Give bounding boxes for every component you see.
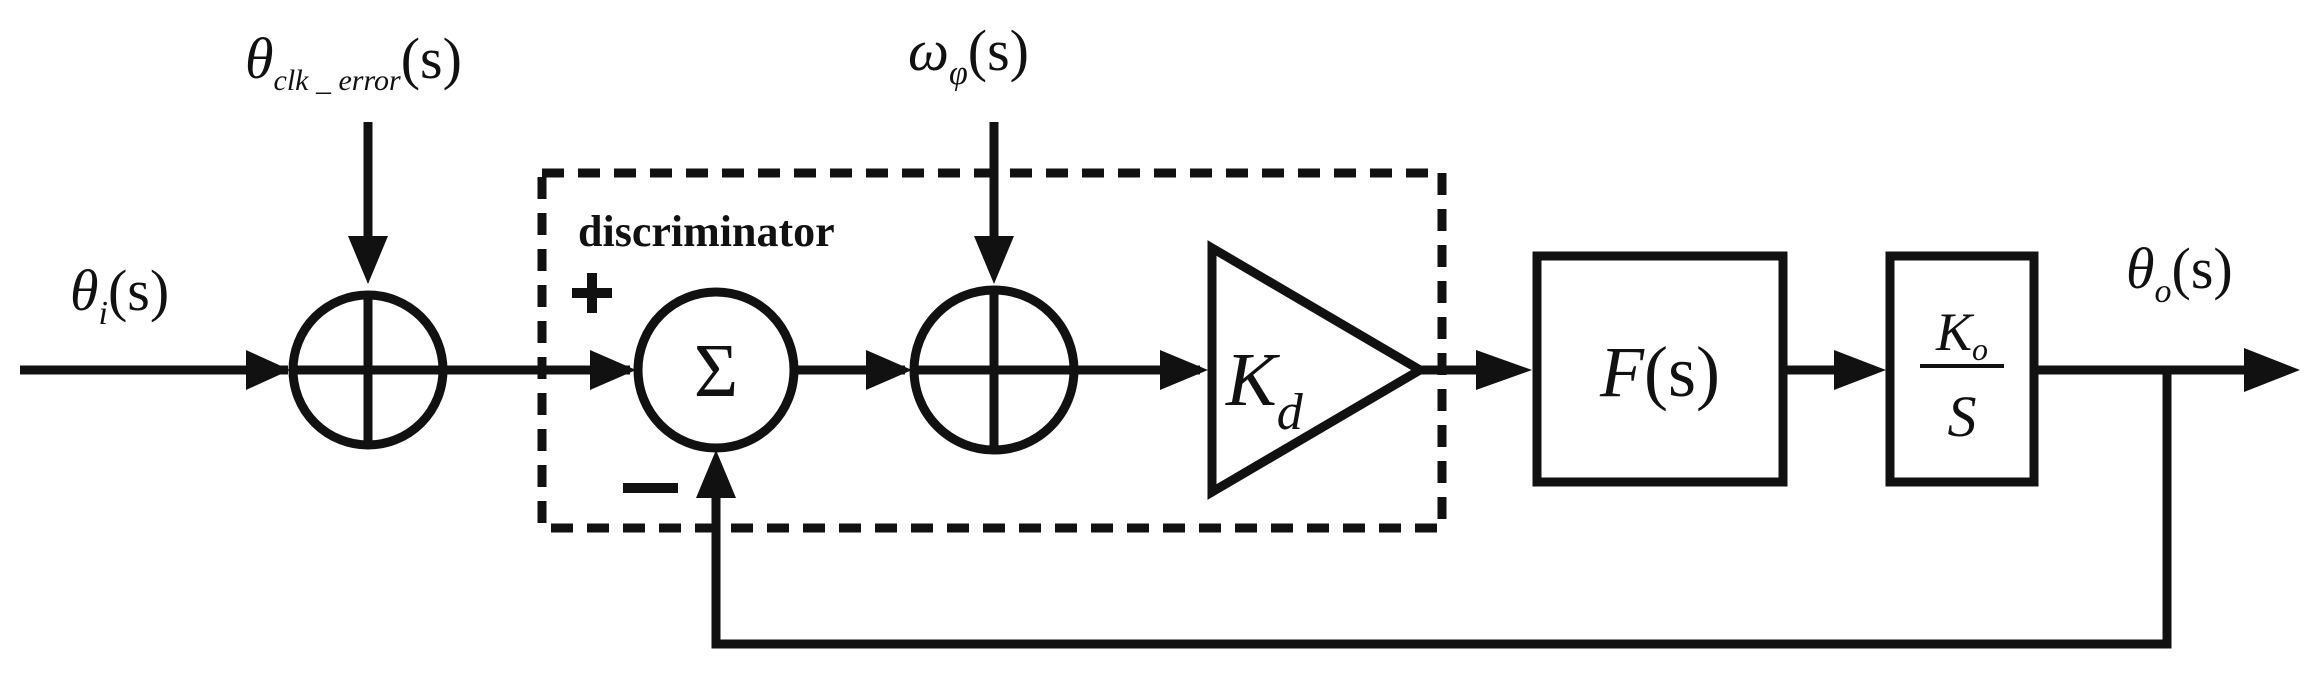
filter-label: F(s) — [1599, 332, 1720, 412]
noise-label: ωφ(s) — [908, 18, 1029, 92]
noise-arrowhead — [974, 236, 1014, 284]
clock-error-label: θclk _ error(s) — [245, 26, 462, 97]
summer1-to-sigma-arrowhead — [590, 350, 636, 390]
plus-sign-icon — [572, 273, 612, 313]
clock-error-arrowhead — [348, 236, 388, 284]
discriminator-label: discriminator — [578, 207, 835, 256]
output-label: θo(s) — [2126, 236, 2233, 310]
discriminator-dashed-box — [537, 168, 1447, 533]
vco-numerator: Ko — [1935, 302, 1988, 367]
sigma-symbol: Σ — [694, 329, 738, 413]
gain-label: Kd — [1225, 338, 1304, 441]
filter-to-vco-arrowhead — [1834, 350, 1886, 390]
feedback-path — [711, 370, 2172, 649]
sigma-to-summer2-arrowhead — [866, 350, 912, 390]
feedback-arrowhead — [696, 450, 736, 498]
vco-denominator: S — [1948, 384, 1977, 449]
summer2-to-gain-arrowhead — [1160, 350, 1208, 390]
phase-detector-gain-triangle — [1207, 240, 1429, 500]
gain-to-filter-arrowhead — [1476, 350, 1532, 390]
input-arrowhead — [246, 350, 290, 390]
input-label: θi(s) — [70, 258, 169, 332]
output-arrowhead — [2244, 348, 2300, 392]
